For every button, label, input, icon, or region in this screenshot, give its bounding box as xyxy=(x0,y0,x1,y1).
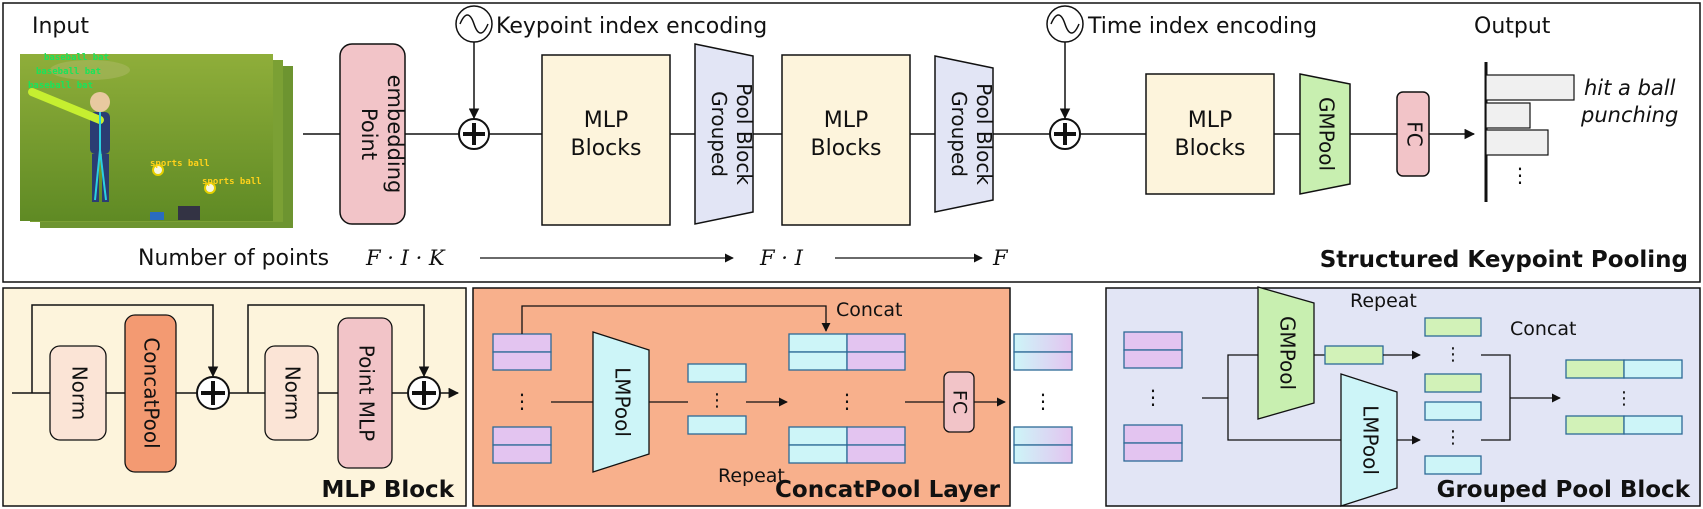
ellipsis: ⋮ xyxy=(708,390,726,411)
output-tokens: ⋮ xyxy=(1565,359,1683,435)
output-bar xyxy=(1485,129,1549,156)
detection-label: baseball bat xyxy=(28,81,93,91)
input-token-top xyxy=(492,333,552,371)
ellipsis: ⋮ xyxy=(1033,389,1053,413)
add-icon xyxy=(458,118,490,150)
repeat-label: Repeat xyxy=(718,465,785,487)
point-mlp-label: Point MLP xyxy=(355,345,379,441)
mlp-blocks-line1: MLP xyxy=(1188,108,1233,133)
gmpool-label: GMPool xyxy=(1276,316,1300,390)
mlp-block-panel: Norm ConcatPool Norm Point MLP MLP Block xyxy=(2,287,467,507)
grouped-pool-line2: Pool Block xyxy=(732,83,756,185)
dim-fi: F · I xyxy=(759,246,804,270)
output-tokens: ⋮ xyxy=(1013,333,1073,464)
fc-label: FC xyxy=(1403,121,1427,146)
time-index-encoding: Time index encoding xyxy=(1046,5,1317,120)
panel-title: ConcatPool Layer xyxy=(775,477,1001,503)
fc-block: FC xyxy=(943,371,975,433)
concat-label: Concat xyxy=(1510,318,1576,340)
mlp-blocks-line1: MLP xyxy=(824,108,869,133)
gmpool-block: GMPool xyxy=(1299,73,1351,195)
point-embedding-line1: Point xyxy=(357,108,381,160)
detection-label: baseball bat xyxy=(36,67,101,77)
keypoint-index-encoding: Keypoint index encoding xyxy=(455,5,767,120)
ellipsis: ⋮ xyxy=(837,389,857,413)
point-embedding-line2: embedding xyxy=(383,75,407,194)
add-icon xyxy=(196,376,230,410)
ellipsis: ⋮ xyxy=(1615,388,1633,409)
grouped-pool-line1: Grouped xyxy=(947,91,971,177)
input-label: Input xyxy=(32,14,89,39)
grouped-pool-block-1: Grouped Pool Block xyxy=(694,43,756,225)
output-label: Output xyxy=(1474,14,1551,39)
ellipsis: ⋮ xyxy=(1444,344,1462,365)
time-encoding-label: Time index encoding xyxy=(1087,14,1317,39)
mlp-blocks-2: MLP Blocks xyxy=(781,54,911,226)
repeat-label: Repeat xyxy=(1350,290,1417,312)
gm-repeated-tokens: ⋮ xyxy=(1424,317,1482,393)
norm-block: Norm xyxy=(264,345,319,441)
mlp-blocks-1: MLP Blocks xyxy=(541,54,671,226)
concat-label: Concat xyxy=(836,299,902,321)
add-icon xyxy=(407,376,441,410)
concatpool-block: ConcatPool xyxy=(124,314,177,473)
input-frames: baseball bat baseball bat baseball bat s… xyxy=(20,53,293,228)
structured-keypoint-pooling-panel: Input baseball bat baseball bat baseball… xyxy=(2,2,1701,283)
keypoint-encoding-label: Keypoint index encoding xyxy=(496,14,767,39)
norm-label: Norm xyxy=(68,366,92,421)
grouped-pool-line1: Grouped xyxy=(707,91,731,177)
mlp-blocks-3: MLP Blocks xyxy=(1145,73,1275,195)
lmpool-block: LMPool xyxy=(592,331,650,473)
gm-pooled-token xyxy=(1324,345,1384,365)
input-token-bottom xyxy=(492,426,552,464)
output-bar xyxy=(1485,102,1531,129)
ellipsis: ⋮ xyxy=(1444,427,1462,448)
lmpool-label: LMPool xyxy=(611,367,635,437)
pooled-tokens: ⋮ xyxy=(687,363,747,435)
gmpool-label: GMPool xyxy=(1315,97,1339,171)
lmpool-label: LMPool xyxy=(1359,405,1383,475)
dim-fik: F · I · K xyxy=(365,246,446,270)
output-histogram: ⋮ hit a ball punching xyxy=(1484,62,1678,202)
output-class: punching xyxy=(1580,103,1678,127)
concatpool-layer-panel: ⋮ Concat LMPool ⋮ Repeat ⋮ xyxy=(472,287,1073,507)
ellipsis: ⋮ xyxy=(1143,385,1163,409)
mlp-blocks-line2: Blocks xyxy=(1175,136,1246,161)
lmpool-block: LMPool xyxy=(1340,373,1398,507)
add-icon xyxy=(1049,118,1081,150)
input-tokens: ⋮ xyxy=(1123,331,1183,462)
panel-title: MLP Block xyxy=(321,477,454,503)
dim-f: F xyxy=(992,246,1009,270)
detection-label: baseball bat xyxy=(44,53,109,63)
lm-pooled-tokens: ⋮ xyxy=(1424,401,1482,475)
panel-title: Structured Keypoint Pooling xyxy=(1320,247,1688,273)
grouped-pool-block-2: Grouped Pool Block xyxy=(934,55,996,213)
fc-block: FC xyxy=(1396,91,1430,177)
concat-tokens: ⋮ xyxy=(788,333,906,464)
grouped-pool-block-panel: ⋮ GMPool Repeat LMPool ⋮ ⋮ xyxy=(1105,286,1701,507)
number-of-points-label: Number of points xyxy=(138,246,329,271)
detection-label: sports ball xyxy=(202,177,262,187)
detection-label: sports ball xyxy=(150,159,210,169)
output-more-ellipsis: ⋮ xyxy=(1510,163,1530,187)
fc-label: FC xyxy=(949,390,971,414)
norm-block: Norm xyxy=(49,345,107,441)
output-bar xyxy=(1485,74,1575,101)
mlp-blocks-line2: Blocks xyxy=(811,136,882,161)
concatpool-label: ConcatPool xyxy=(140,337,164,448)
point-embedding-block: Point embedding xyxy=(339,43,407,225)
grouped-pool-line2: Pool Block xyxy=(972,83,996,185)
output-class: hit a ball xyxy=(1584,76,1676,100)
norm-label: Norm xyxy=(281,366,305,421)
gmpool-block: GMPool xyxy=(1257,286,1315,420)
ellipsis: ⋮ xyxy=(512,389,532,413)
mlp-blocks-line1: MLP xyxy=(584,108,629,133)
point-mlp-block: Point MLP xyxy=(337,317,393,469)
mlp-blocks-line2: Blocks xyxy=(571,136,642,161)
panel-title: Grouped Pool Block xyxy=(1437,477,1691,503)
